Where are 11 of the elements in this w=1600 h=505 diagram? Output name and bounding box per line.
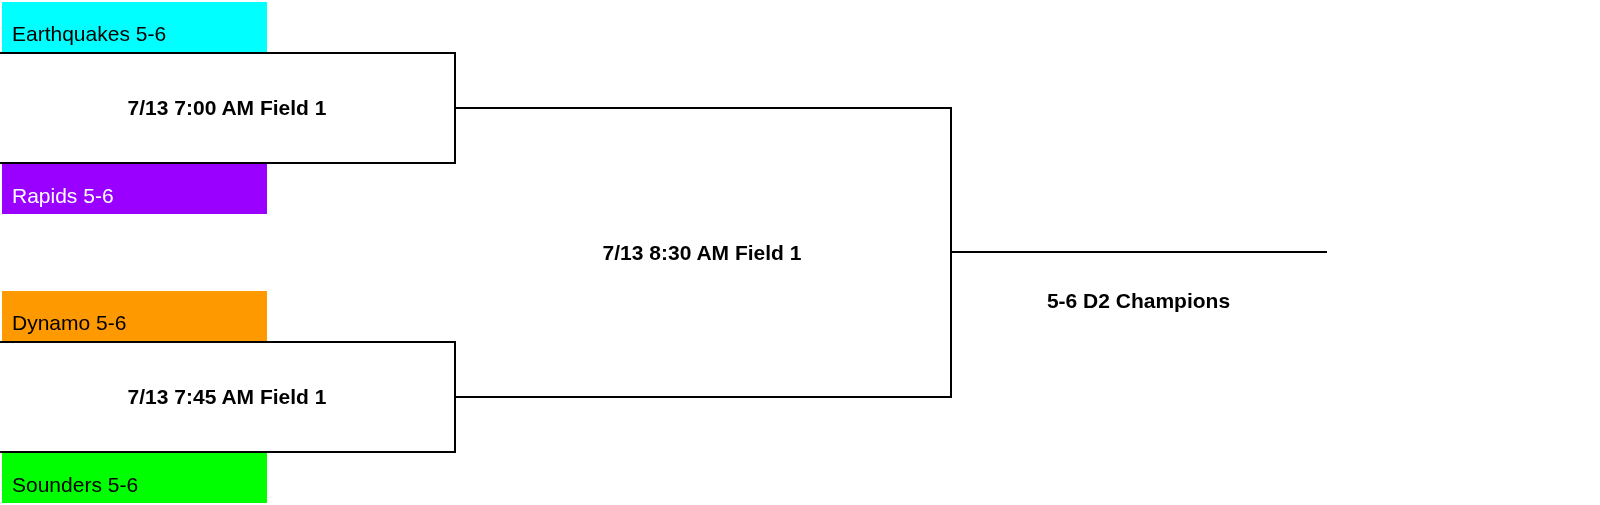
match-time: 7/13 7:00 AM Field 1 <box>127 96 327 120</box>
team-label: Sounders 5-6 <box>2 453 267 503</box>
team-label: Dynamo 5-6 <box>2 291 267 341</box>
match-bracket <box>0 52 456 164</box>
team-label: Rapids 5-6 <box>2 164 267 214</box>
match-time: 7/13 8:30 AM Field 1 <box>602 240 802 265</box>
match-bracket <box>454 107 952 398</box>
match-time: 7/13 7:45 AM Field 1 <box>127 385 327 409</box>
bracket-title: 5-6 D2 Champions <box>1046 289 1231 313</box>
match-bracket <box>0 341 456 453</box>
team-label: Earthquakes 5-6 <box>2 2 267 52</box>
